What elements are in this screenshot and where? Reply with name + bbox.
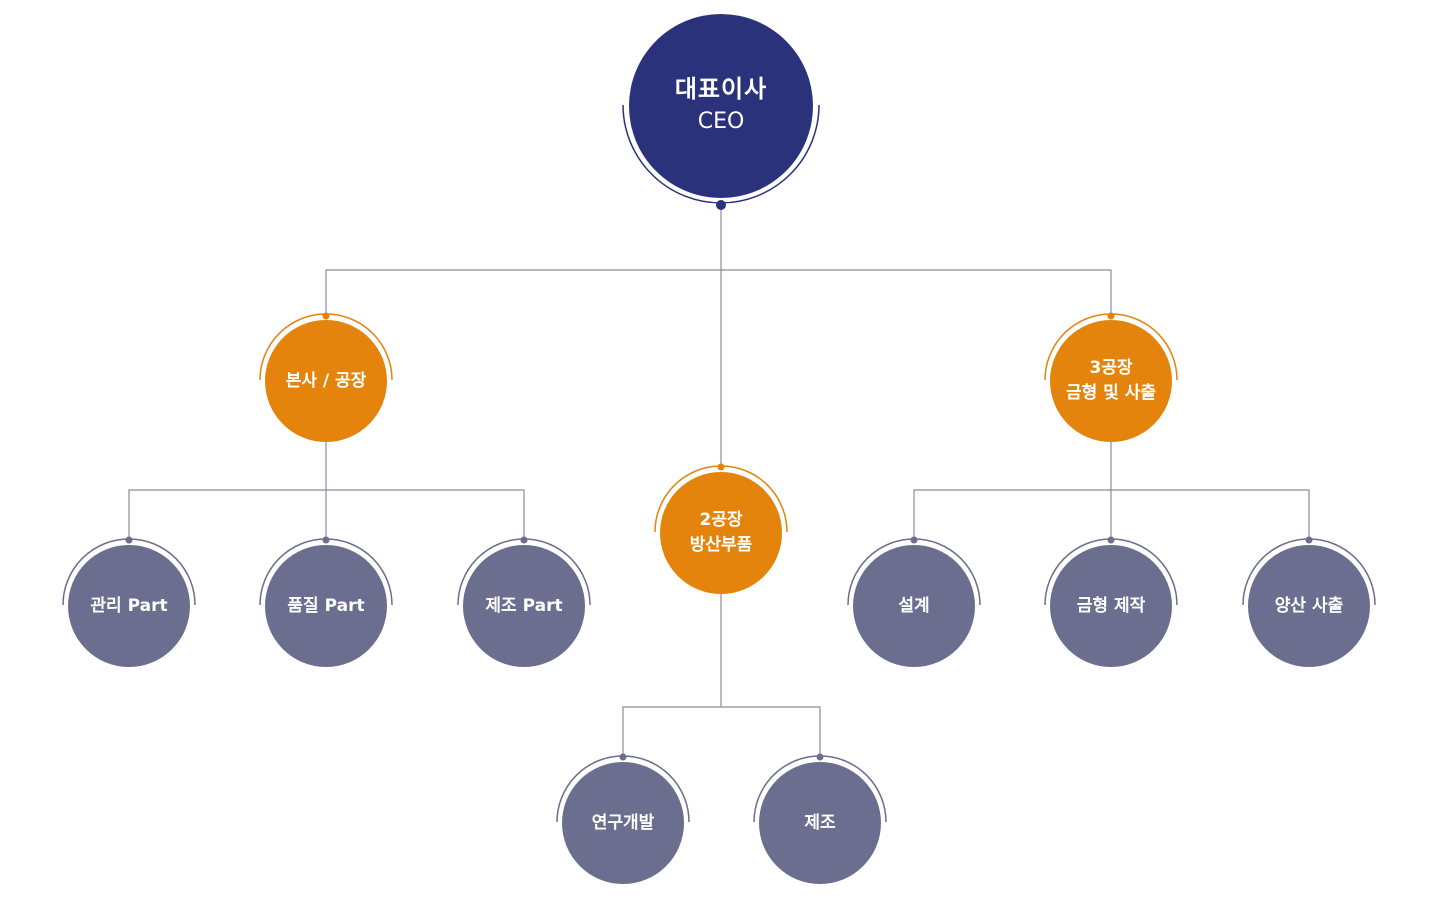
division-hq-circle	[265, 320, 387, 442]
division-node-hq	[259, 312, 393, 442]
ceo-node	[622, 14, 820, 210]
team-node-plant3-design	[847, 536, 981, 667]
ceo-circle	[629, 14, 813, 198]
team-node-plant3-mold	[1044, 536, 1178, 667]
division-hq-dot	[322, 312, 330, 320]
division-plant2-dot	[717, 463, 725, 471]
team-plant2-manufacture-dot	[816, 753, 824, 761]
division-plant3-circle	[1050, 320, 1172, 442]
connector-plant2-to-teams	[622, 594, 821, 757]
team-plant2-manufacture-circle	[759, 762, 881, 884]
team-hq-manufacture-circle	[463, 545, 585, 667]
team-plant3-injection-circle	[1248, 545, 1370, 667]
team-plant3-mold-circle	[1050, 545, 1172, 667]
connector-lines	[128, 205, 1310, 757]
connector-ceo-to-divisions	[325, 205, 1112, 466]
team-plant3-design-circle	[853, 545, 975, 667]
division-plant2-circle	[660, 472, 782, 594]
team-plant3-design-dot	[910, 536, 918, 544]
team-hq-admin-circle	[68, 545, 190, 667]
connector-plant3-to-teams	[913, 442, 1310, 540]
team-plant3-injection-dot	[1305, 536, 1313, 544]
division-node-plant2	[654, 463, 788, 594]
team-plant2-rnd-circle	[562, 762, 684, 884]
ceo-connector-dot	[716, 200, 726, 210]
team-plant2-rnd-dot	[619, 753, 627, 761]
team-node-plant3-injection	[1242, 536, 1376, 667]
team-hq-admin-dot	[125, 536, 133, 544]
team-hq-quality-dot	[322, 536, 330, 544]
team-plant3-mold-dot	[1107, 536, 1115, 544]
team-node-hq-admin	[62, 536, 196, 667]
connector-hq-to-teams	[128, 442, 525, 540]
team-node-plant2-manufacture	[753, 753, 887, 884]
division-node-plant3	[1044, 312, 1178, 442]
team-node-hq-quality	[259, 536, 393, 667]
division-plant3-dot	[1107, 312, 1115, 320]
team-hq-quality-circle	[265, 545, 387, 667]
team-node-hq-manufacture	[457, 536, 591, 667]
team-node-plant2-rnd	[556, 753, 690, 884]
team-hq-manufacture-dot	[520, 536, 528, 544]
